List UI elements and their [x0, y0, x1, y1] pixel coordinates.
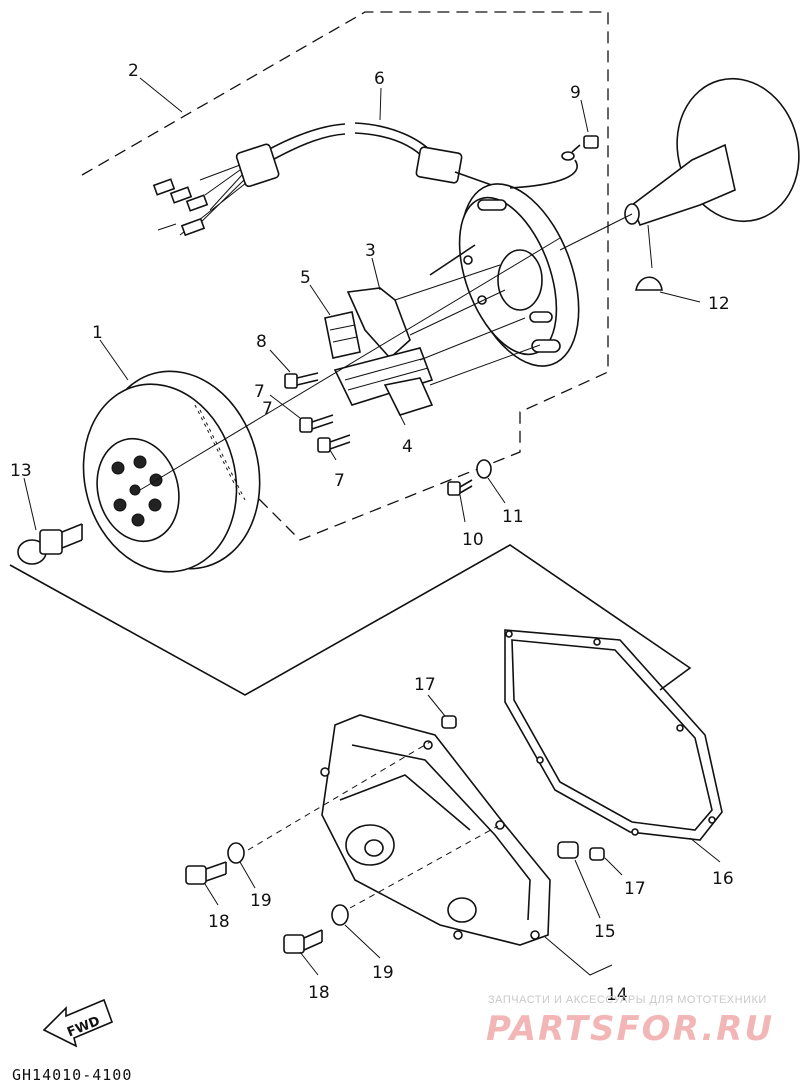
part-label: 1 — [92, 323, 103, 343]
watermark: ЗАПЧАСТИ И АКСЕССУАРЫ ДЛЯ МОТОТЕХНИКИ PA… — [486, 994, 774, 1049]
bolt-18-b — [283, 929, 323, 954]
part-label: 16 — [712, 869, 734, 889]
part-label: 9 — [570, 83, 581, 103]
screw-7-a — [299, 414, 334, 433]
watermark-brand-logo: PARTSFOR.RU — [486, 1009, 774, 1049]
part-label: 10 — [462, 530, 484, 550]
part-label: 8 — [256, 332, 267, 352]
flywheel-bolt-13 — [17, 523, 83, 565]
part-label: 7 — [334, 471, 345, 491]
plug-17-a — [441, 715, 457, 729]
crankshaft-cone — [559, 77, 800, 251]
leader-lines — [23, 77, 589, 976]
part-label: 17 — [624, 879, 646, 899]
wiring-harness — [152, 122, 501, 237]
part-label: 14 — [606, 985, 628, 1005]
dowel-pin-15 — [557, 841, 601, 919]
stator-base-plate — [458, 183, 580, 367]
bolt-10 — [447, 479, 473, 496]
washer-19-a — [227, 842, 245, 864]
part-label: 6 — [374, 69, 385, 89]
part-label: 2 — [128, 61, 139, 81]
part-label: 18 — [208, 912, 230, 932]
part-label: 7 — [262, 399, 273, 419]
part-label: 5 — [300, 268, 311, 288]
part-labels: 1 2 3 4 5 6 7 7 7 8 9 10 11 12 13 14 15 … — [10, 61, 734, 1005]
flywheel-rotor — [82, 237, 561, 573]
part-label: 4 — [402, 437, 413, 457]
part-label: 12 — [708, 294, 730, 314]
part-label: 17 — [414, 675, 436, 695]
bolt-18-a — [185, 861, 227, 885]
plug-17-b — [589, 847, 623, 876]
part-label: 3 — [365, 241, 376, 261]
drawing-code: GH14010-4100 — [12, 1066, 132, 1084]
part-label: 19 — [250, 891, 272, 911]
part-label: 11 — [502, 507, 524, 527]
screw-8 — [284, 372, 319, 389]
stator-assembly-dashed-boundary — [81, 11, 609, 541]
washer-19-b — [331, 904, 349, 926]
coil-assembly — [324, 244, 541, 416]
part-label: 15 — [594, 922, 616, 942]
watermark-caption: ЗАПЧАСТИ И АКСЕССУАРЫ ДЛЯ МОТОТЕХНИКИ — [488, 994, 767, 1006]
washer-11 — [476, 459, 492, 479]
cover-gasket-16 — [504, 629, 723, 863]
part-label: 7 — [254, 382, 265, 402]
part-label: 19 — [372, 963, 394, 983]
woodruff-key-12 — [635, 224, 701, 303]
part-label: 13 — [10, 461, 32, 481]
screw-9-and-ground — [509, 135, 599, 189]
flywheel-group-boundary — [9, 544, 692, 696]
screw-7-b — [317, 434, 351, 453]
generator-cover-14 — [247, 714, 613, 976]
forward-direction-arrow: FWD — [42, 998, 114, 1048]
part-label: 18 — [308, 983, 330, 1003]
